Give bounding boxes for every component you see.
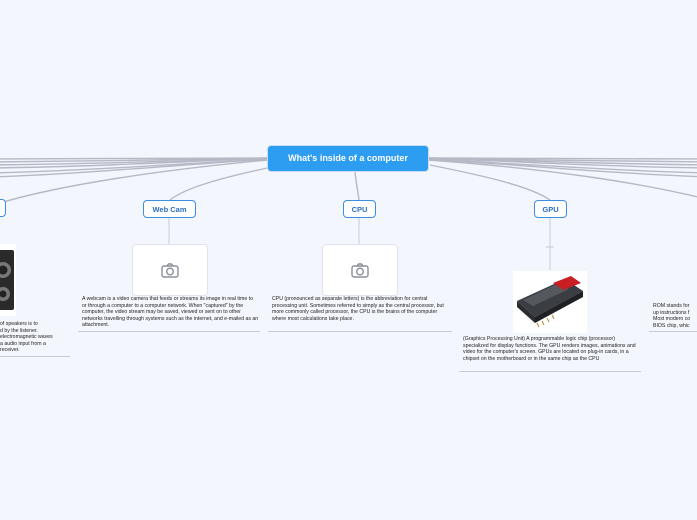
graphics-card-image[interactable] bbox=[513, 271, 587, 333]
webcam-divider bbox=[78, 331, 260, 332]
link-webcam bbox=[169, 166, 273, 201]
link-cpu bbox=[354, 171, 360, 201]
rom-description: ROM stands for up instructions f Most mo… bbox=[653, 303, 691, 329]
webcam-description: A webcam is a video camera that feeds or… bbox=[82, 296, 259, 329]
gpu-divider bbox=[459, 371, 641, 372]
root-title: What's inside of a computer bbox=[288, 153, 408, 163]
speakers-divider bbox=[0, 356, 70, 357]
link-offscreen-right-6 bbox=[427, 158, 697, 178]
cpu-divider bbox=[268, 331, 452, 332]
topic-cpu[interactable]: CPU bbox=[343, 200, 376, 218]
link-right-rom bbox=[427, 159, 697, 198]
rom-divider bbox=[649, 331, 697, 332]
speakers-description: of speakers is to d by the listener. ele… bbox=[0, 321, 53, 354]
speaker-image bbox=[0, 244, 16, 316]
link-gpu bbox=[429, 164, 551, 201]
gpu-description: (Graphics Processing Unit) A programmabl… bbox=[463, 336, 636, 362]
cpu-description: CPU (pronounced as separate letters) is … bbox=[272, 296, 444, 322]
link-offscreen-right-4 bbox=[427, 157, 697, 169]
topic-webcam[interactable]: Web Cam bbox=[143, 200, 196, 218]
topic-partial-left[interactable] bbox=[0, 199, 6, 217]
root-topic[interactable]: What's inside of a computer bbox=[268, 146, 428, 171]
camera-icon bbox=[161, 262, 179, 278]
topic-gpu[interactable]: GPU bbox=[534, 200, 567, 218]
cpu-image-placeholder[interactable] bbox=[322, 244, 398, 296]
webcam-image-placeholder[interactable] bbox=[132, 244, 208, 296]
link-left-visible-topic bbox=[0, 159, 269, 204]
camera-icon bbox=[351, 262, 369, 278]
link-offscreen-left-6 bbox=[0, 158, 269, 178]
link-offscreen-left-4 bbox=[0, 157, 269, 169]
